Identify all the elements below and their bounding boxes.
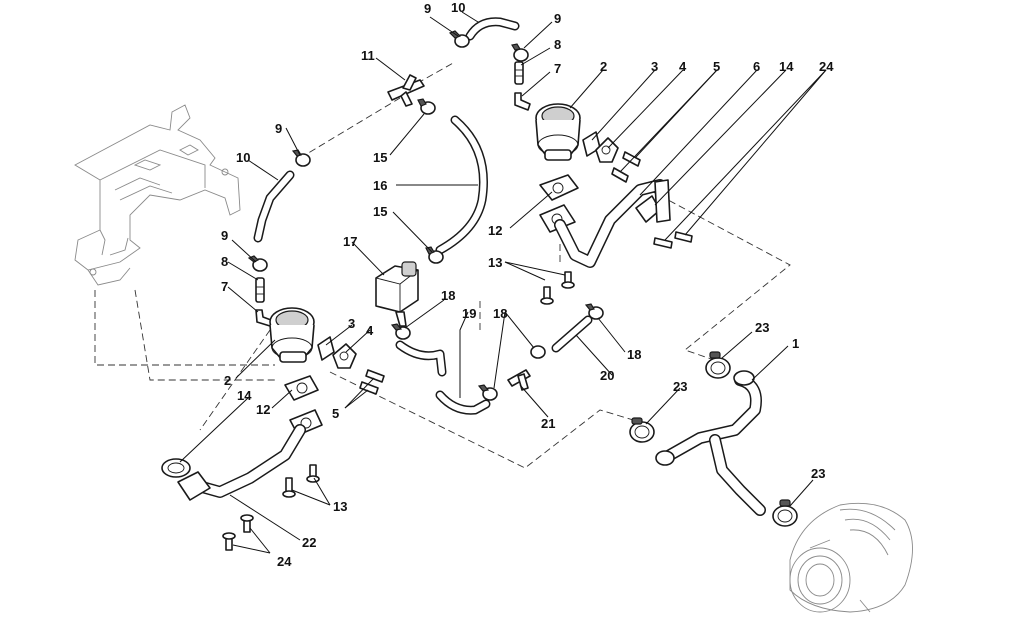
clip-9-top-right — [511, 43, 529, 62]
bolts-24-upper — [653, 231, 693, 249]
clamp-23-top — [705, 351, 731, 379]
assembly-guide-lines — [94, 61, 791, 469]
clamp-23-left — [629, 417, 655, 443]
elbow-7-left — [255, 309, 272, 327]
air-valve-2-lower — [269, 307, 315, 363]
callout-23: 23 — [755, 320, 769, 335]
clip-18-valve — [390, 323, 411, 340]
callout-18: 18 — [627, 347, 641, 362]
callout-20: 20 — [600, 368, 614, 383]
clip-18-lower — [477, 384, 498, 401]
t-connector-11 — [387, 74, 425, 107]
callout-10: 10 — [236, 150, 250, 165]
callout-9: 9 — [424, 1, 431, 16]
callout-13: 13 — [488, 255, 502, 270]
callout-labels: 9 10 9 8 7 11 2 3 4 5 6 14 24 9 10 15 16… — [221, 0, 834, 569]
hose-19-lower — [435, 390, 491, 415]
callout-7: 7 — [221, 279, 228, 294]
connector-21 — [507, 369, 531, 391]
callout-4: 4 — [679, 59, 687, 74]
callout-5: 5 — [332, 406, 339, 421]
callout-15: 15 — [373, 150, 387, 165]
clip-15-upper — [417, 98, 436, 115]
callout-10: 10 — [451, 0, 465, 15]
callout-18: 18 — [441, 288, 455, 303]
mounting-bracket — [74, 104, 241, 286]
callout-21: 21 — [541, 416, 555, 431]
callout-23: 23 — [811, 466, 825, 481]
callout-9: 9 — [221, 228, 228, 243]
flange-4-lower — [332, 343, 357, 369]
air-pump — [789, 502, 913, 613]
clip-18-right — [584, 303, 604, 320]
callout-24: 24 — [819, 59, 834, 74]
gasket-12-lower — [284, 375, 319, 401]
leader-lines — [179, 11, 827, 554]
tube-20 — [551, 315, 593, 353]
hose-16 — [435, 115, 488, 255]
callout-8: 8 — [221, 254, 228, 269]
callout-24: 24 — [277, 554, 292, 569]
callout-7: 7 — [554, 61, 561, 76]
callout-13: 13 — [333, 499, 347, 514]
bolts-13-lower — [282, 464, 320, 498]
bolts-5-upper — [611, 151, 641, 183]
hose-19-upper — [395, 340, 447, 377]
callout-8: 8 — [554, 37, 561, 52]
elbow-7-right — [514, 92, 531, 111]
callout-3: 3 — [348, 316, 355, 331]
callout-16: 16 — [373, 178, 387, 193]
pipe-22 — [177, 409, 323, 501]
gasket-14-lower — [161, 458, 191, 478]
bolts-5-lower — [359, 369, 385, 395]
bolts-13-upper — [540, 271, 575, 305]
callout-9: 9 — [275, 121, 282, 136]
gasket-3-lower — [317, 336, 335, 361]
clip-18-center — [530, 345, 546, 359]
hose-10-top — [465, 17, 520, 41]
callout-18: 18 — [493, 306, 507, 321]
callout-11: 11 — [361, 48, 375, 63]
callout-14: 14 — [779, 59, 794, 74]
hose-10-left — [253, 170, 295, 243]
callout-2: 2 — [600, 59, 607, 74]
callout-15: 15 — [373, 204, 387, 219]
air-valve-2-upper — [535, 103, 581, 161]
callout-17: 17 — [343, 234, 357, 249]
clamp-23-bottom — [772, 499, 798, 527]
clip-9-top-left — [448, 30, 470, 48]
callout-6: 6 — [753, 59, 760, 74]
callout-5: 5 — [713, 59, 720, 74]
callout-23: 23 — [673, 379, 687, 394]
solenoid-valve-17 — [375, 261, 419, 327]
pipe-14-upper — [539, 179, 671, 268]
callout-4: 4 — [366, 323, 374, 338]
nozzle-8-right — [514, 61, 524, 85]
gasket-12-upper — [539, 174, 579, 201]
callout-1: 1 — [792, 336, 799, 351]
callout-19: 19 — [462, 306, 476, 321]
air-hose-1 — [655, 370, 766, 516]
callout-3: 3 — [651, 59, 658, 74]
callout-12: 12 — [488, 223, 502, 238]
callout-22: 22 — [302, 535, 316, 550]
nozzle-8-left — [255, 277, 265, 303]
clip-9-left-upper — [291, 149, 311, 167]
clip-9-left-lower — [247, 255, 268, 272]
callout-2: 2 — [224, 373, 231, 388]
callout-12: 12 — [256, 402, 270, 417]
bolts-24-lower — [222, 514, 254, 551]
callout-14: 14 — [237, 388, 252, 403]
callout-9: 9 — [554, 11, 561, 26]
